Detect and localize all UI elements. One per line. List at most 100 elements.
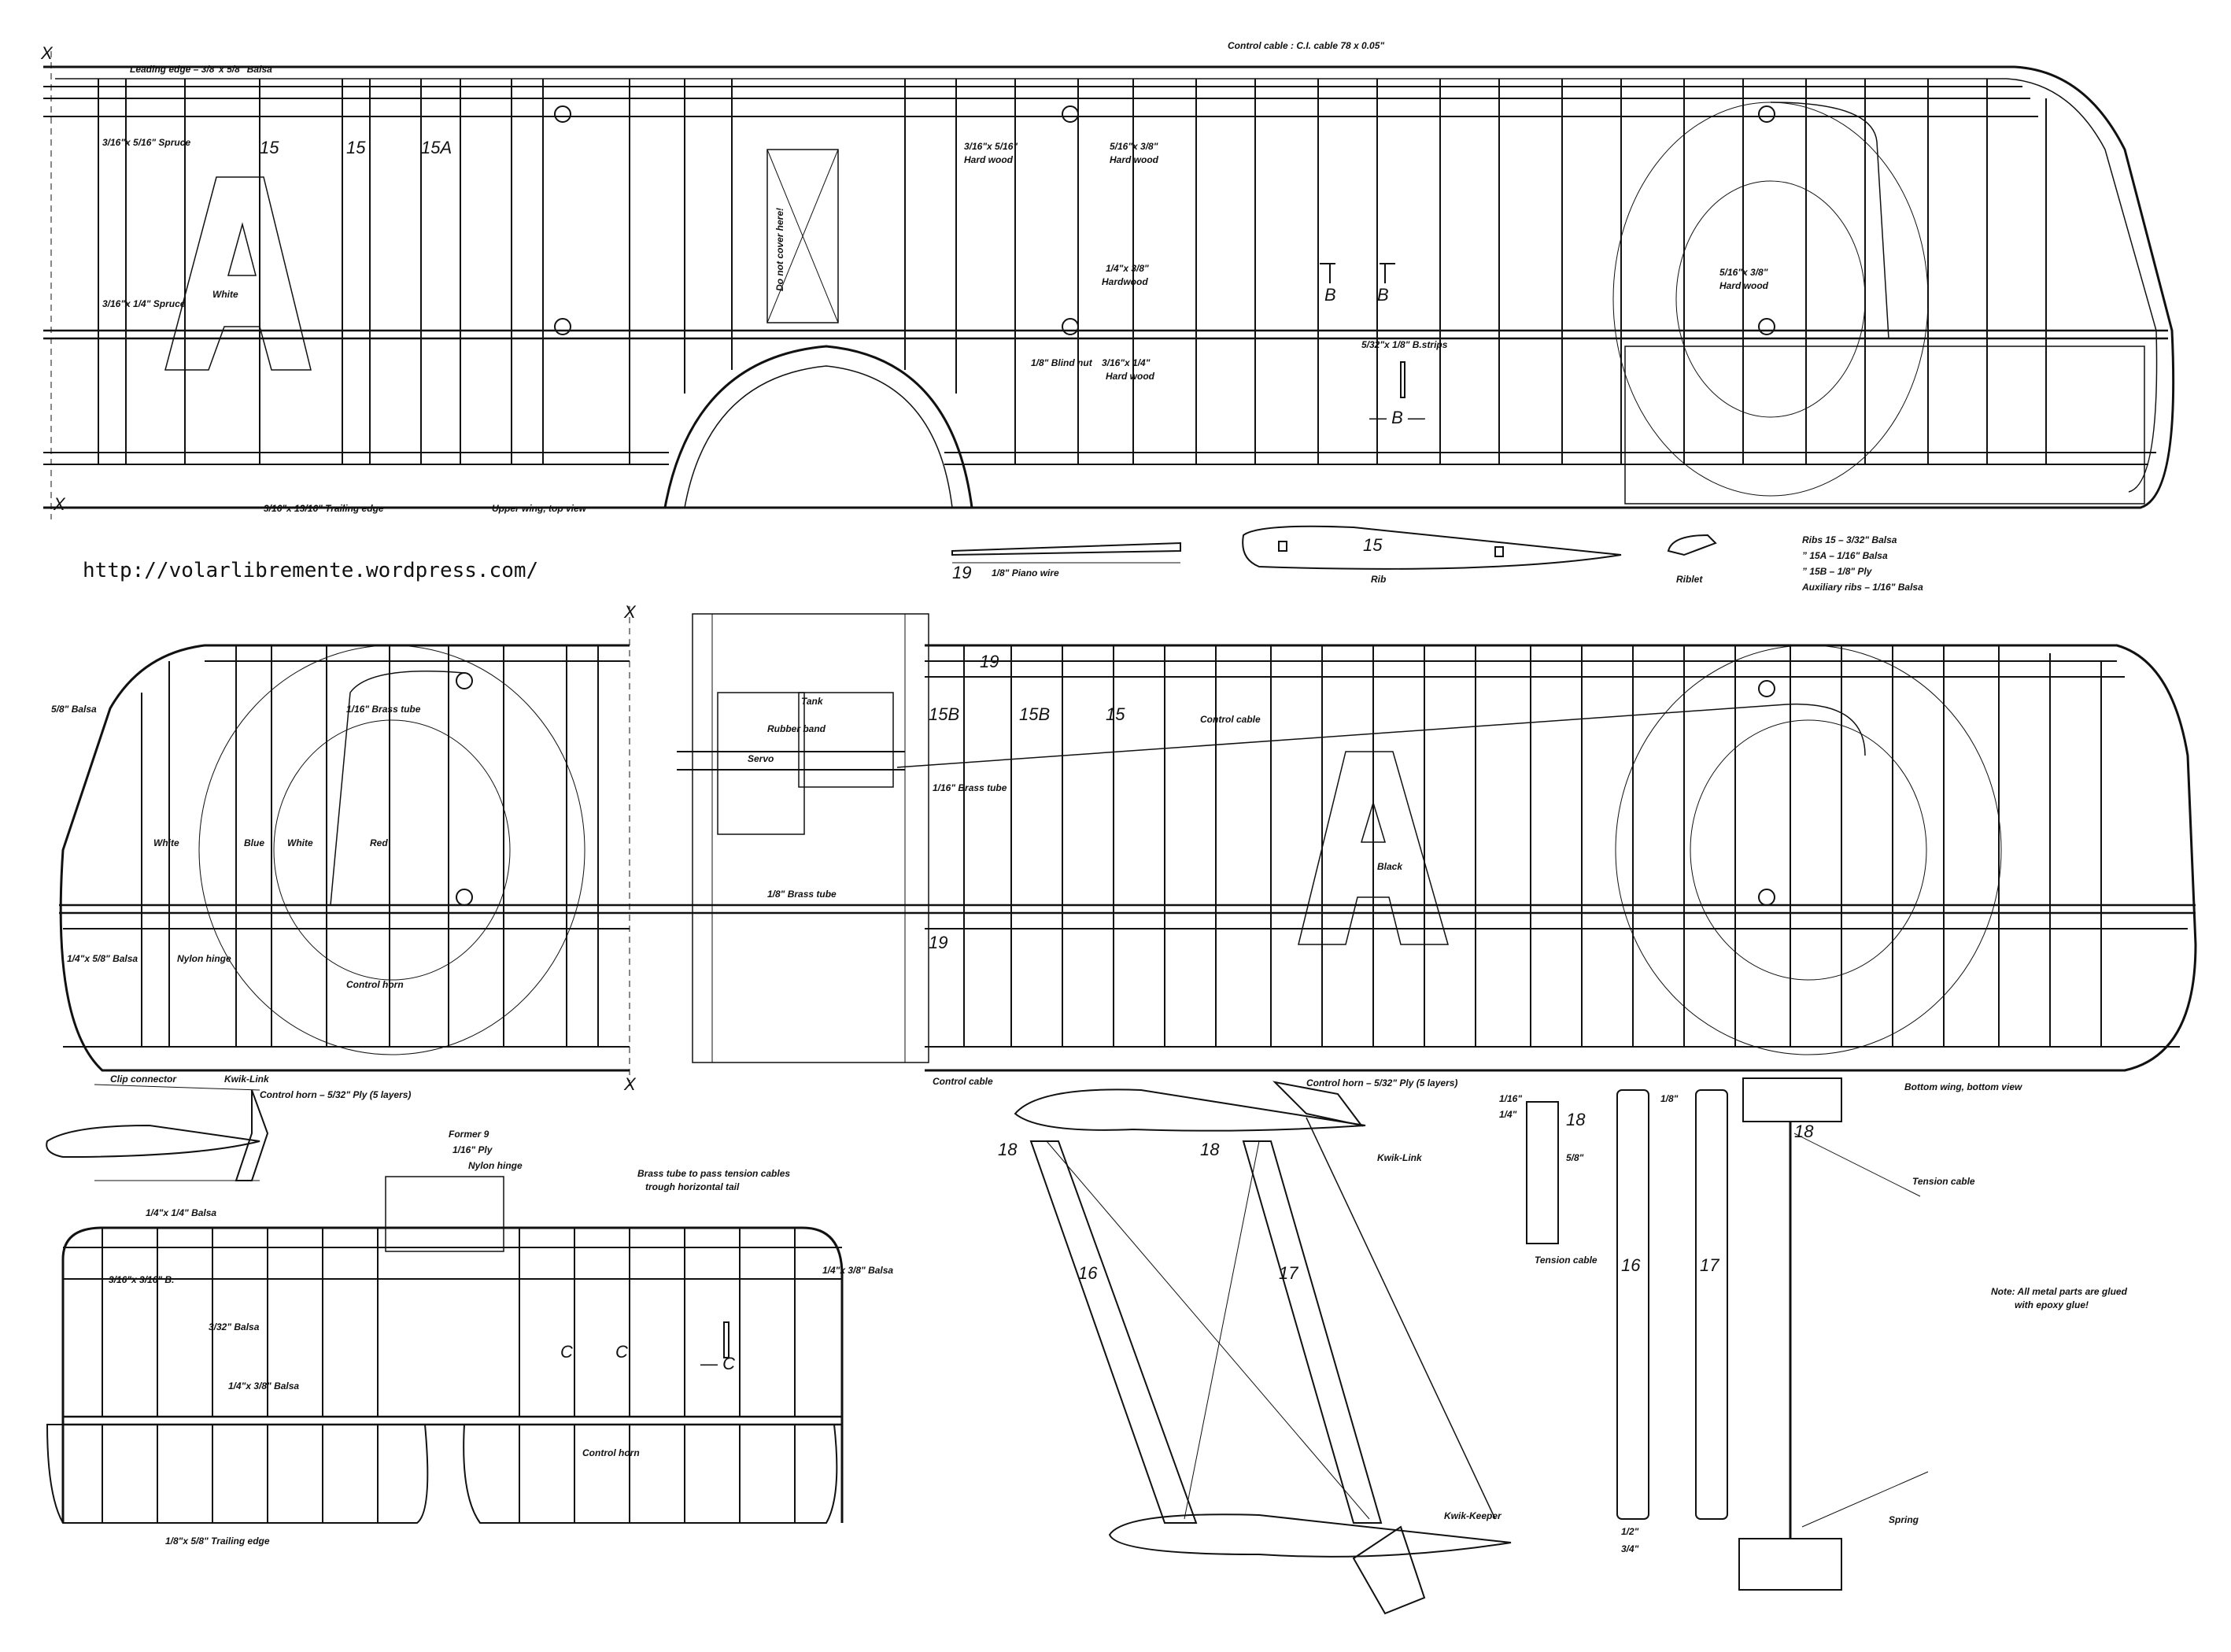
label-strut-control-cable: Control cable: [933, 1076, 993, 1087]
detail-dim-14: 1/4": [1499, 1109, 1517, 1120]
control-horn-detail: [46, 1084, 269, 1181]
label-tail-balsa-332: 3/32" Balsa: [209, 1321, 260, 1332]
rib-number-15b: 15: [346, 138, 366, 157]
label-clip-connector: Clip connector: [110, 1074, 177, 1085]
label-white-b: White: [287, 837, 313, 848]
label-balsa-lower: 1/4"x 5/8" Balsa: [67, 953, 138, 964]
upper-wing-top-view: [43, 51, 2175, 519]
label-nylon-hinge-lower: Nylon hinge: [177, 953, 231, 964]
label-blind-nut: 1/8" Blind nut: [1031, 357, 1093, 368]
detail-num-18: 18: [1566, 1110, 1586, 1129]
label-hardwood-c: 1/4"x 3/8": [1106, 263, 1149, 274]
label-hardwood-e2: Hard wood: [1719, 280, 1769, 291]
piano-wire-label: 1/8" Piano wire: [992, 567, 1059, 578]
label-hardwood-b: 5/16"x 3/8": [1110, 141, 1158, 152]
rib-detail-label: Rib: [1371, 574, 1386, 585]
label-tail-balsa-c: 1/4"x 3/8" Balsa: [228, 1380, 299, 1391]
riblet-profile: [1667, 534, 1717, 556]
tail-section-c2: C: [615, 1342, 628, 1362]
upper-wing-ribs: [98, 79, 2047, 464]
center-section: [692, 613, 929, 1063]
strut-17-detail: [1695, 1089, 1728, 1520]
rib-number-19-lower-a: 19: [980, 652, 999, 671]
detail-note: Note: All metal parts are glued: [1991, 1286, 2128, 1297]
rib-number-19-lower-b: 19: [929, 933, 947, 952]
label-strut-horn-spec: Control horn – 5/32" Ply (5 layers): [1306, 1077, 1457, 1088]
label-white-upper: White: [212, 289, 238, 300]
section-b-arrows: [1320, 263, 1405, 398]
detail-spring: Spring: [1889, 1514, 1919, 1525]
lower-x-mark-top: X: [623, 602, 637, 622]
detail-dim-58: 5/8": [1566, 1152, 1584, 1163]
svg-text:Auxiliary ribs – 1/16" Balsa: Auxiliary ribs – 1/16" Balsa: [1801, 582, 1923, 593]
lower-wing-ribs: [141, 645, 2102, 1047]
piano-wire-19: [951, 541, 1181, 556]
spring-block-top: [1742, 1077, 1842, 1122]
svg-text:” 15B – 1/8" Ply: ” 15B – 1/8" Ply: [1802, 566, 1873, 577]
label-brass-tube-b: 1/16" Brass tube: [933, 782, 1007, 793]
svg-text:Ribs 15 – 3/32" Balsa: Ribs 15 – 3/32" Balsa: [1802, 534, 1897, 545]
label-leading-edge: Leading edge – 3/8"x 5/8" Balsa: [130, 64, 272, 75]
detail-num-17: 17: [1700, 1255, 1719, 1275]
lower-wing-outline: [59, 644, 630, 1072]
tail-section-c3: — C: [700, 1354, 735, 1373]
upper-roundel: [1612, 102, 1929, 497]
website-url[interactable]: http://volarlibremente.wordpress.com/: [83, 559, 538, 582]
label-strut-kwik-link: Kwik-Link: [1377, 1152, 1423, 1163]
rib-number-15a: 15A: [421, 138, 452, 157]
detail-tension-cable-b: Tension cable: [1912, 1176, 1975, 1187]
rib-number-15b-lower-b: 15B: [1019, 704, 1050, 724]
label-tank: Tank: [801, 696, 824, 707]
horizontal-tail: [46, 1176, 844, 1524]
label-brass-tube-note: Brass tube to pass tension cables: [637, 1168, 790, 1179]
lower-wing-section: [1108, 1513, 1512, 1558]
lower-left-roundel: [198, 645, 585, 1055]
label-hardwood-d: 3/16"x 1/4": [1102, 357, 1151, 368]
label-control-cable-lower: Control cable: [1200, 714, 1261, 725]
strut-num-18a: 18: [998, 1140, 1018, 1159]
label-tail-trailing-edge: 1/8"x 5/8" Trailing edge: [165, 1536, 270, 1547]
servo-tank-box: [717, 692, 805, 835]
detail-dim-116: 1/16": [1499, 1093, 1522, 1104]
strut-num-16: 16: [1078, 1263, 1098, 1283]
detail-num-16: 16: [1621, 1255, 1641, 1275]
label-rubber-band: Rubber band: [767, 723, 826, 734]
lower-right-roundel: [1615, 645, 2002, 1055]
upper-wing-cutout: [663, 345, 973, 508]
label-kwik-keeper: Kwik-Keeper: [1444, 1510, 1502, 1521]
label-b-strips: 5/32"x 1/8" B.strips: [1361, 339, 1448, 350]
detail-tension-cable: Tension cable: [1535, 1255, 1598, 1266]
label-horn-spec: Control horn – 5/32" Ply (5 layers): [260, 1089, 411, 1100]
label-tail-balsa-b: 1/4"x 3/8" Balsa: [822, 1265, 893, 1276]
label-upper-top-view: Upper wing, top view: [492, 503, 587, 514]
label-tail-ply: 1/16" Ply: [452, 1144, 493, 1155]
fitting-18: [1526, 1101, 1559, 1244]
rib-number-15-lower: 15: [1106, 704, 1125, 724]
tail-section-c1: C: [560, 1342, 573, 1362]
label-brass-tube-a: 1/16" Brass tube: [346, 704, 421, 715]
label-do-not-cover: Do not cover here!: [774, 208, 785, 291]
label-spruce-top: 3/16"x 5/16" Spruce: [102, 137, 190, 148]
label-tail-b316: 3/16"x 3/16" B.: [109, 1274, 174, 1285]
lower-wing-bottom-view: [59, 606, 2197, 1086]
label-tail-balsa-a: 1/4"x 1/4" Balsa: [146, 1207, 216, 1218]
detail-num-18b: 18: [1794, 1122, 1814, 1141]
label-black: Black: [1377, 861, 1403, 872]
label-hardwood-a: 3/16"x 5/16": [964, 141, 1018, 152]
label-tail-control-horn: Control horn: [582, 1447, 640, 1458]
label-tail-nylon-hinge: Nylon hinge: [468, 1160, 523, 1171]
rib-15-profile: [1242, 525, 1622, 570]
label-brass-tube-c: 1/8" Brass tube: [767, 889, 837, 900]
label-hardwood-c2: Hardwood: [1102, 276, 1148, 287]
label-servo: Servo: [748, 753, 774, 764]
rib-notes: Ribs 15 – 3/32" Balsa ” 15A – 1/16" Bals…: [1801, 534, 1923, 593]
detail-note2: with epoxy glue!: [2015, 1299, 2089, 1310]
detail-dim-18: 1/8": [1660, 1093, 1679, 1104]
rib-number-15b-lower-a: 15B: [929, 704, 959, 724]
label-former-9: Former 9: [449, 1129, 489, 1140]
strut-17: [1242, 1140, 1383, 1524]
strut-num-18b: 18: [1200, 1140, 1220, 1159]
strut-16-detail: [1616, 1089, 1649, 1520]
detail-dim-34: 3/4": [1621, 1543, 1639, 1554]
